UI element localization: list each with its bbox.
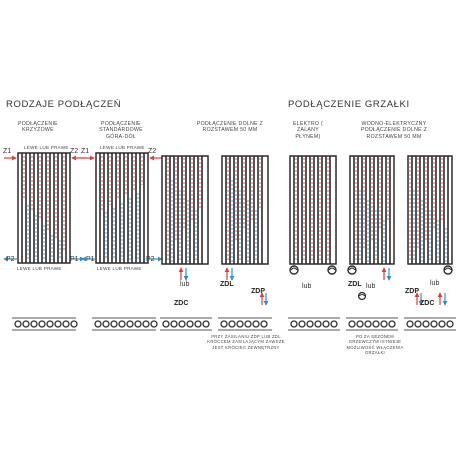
section-view-3 (160, 317, 212, 331)
p1-label-b: P1 (86, 256, 95, 263)
lub-label-1: lub (180, 281, 190, 288)
radiator-standard (81, 152, 163, 264)
z2-label: Z2 (70, 148, 79, 155)
section-view-6 (346, 317, 398, 331)
radiator-bottom-left (161, 155, 209, 281)
section-view-4 (218, 317, 272, 331)
lub-label-3: lub (366, 283, 376, 290)
section-view-1 (12, 317, 78, 331)
zdc-label-1: ZDC (174, 300, 189, 307)
zdp-label-2: ZDP (405, 288, 419, 295)
radiator-electro (289, 155, 337, 275)
heater-coil-symbols (357, 291, 367, 301)
zdl-label-1: ZDL (220, 281, 234, 288)
radiator-crosswise (3, 152, 85, 264)
section-views (12, 317, 456, 331)
lewe-lub-prawe-label-4: LEWE LUB PRAWE (97, 266, 142, 271)
radiator-bottom-right (221, 155, 269, 306)
supply-note: PRZY ZASILANIU ZDP LUB ZDL KRÓCCEM ZASIL… (207, 334, 285, 350)
lewe-lub-prawe-label-2: LEWE LUB PRAWE (100, 145, 145, 150)
bottom-caption: PODŁĄCZENIE DOLNE Z ROZSTAWEM 50 MM (196, 121, 264, 134)
crosswise-caption: PODŁĄCZENIE KRZYŻOWE (18, 121, 58, 134)
p1-label-a: P1 (70, 256, 79, 263)
section-view-2 (92, 317, 158, 331)
lub-label-4: lub (430, 280, 440, 287)
z2-label-b: Z2 (148, 148, 157, 155)
heater-connection-title: PODŁĄCZENIE GRZAŁKI (288, 99, 410, 110)
lub-label-2: lub (302, 283, 312, 290)
z1-label: Z1 (3, 148, 12, 155)
radiator-water-electric-right (407, 155, 453, 306)
standard-caption: PODŁĄCZENIE STANDARDOWE GÓRA-DÓŁ (99, 121, 143, 140)
z1-label-b: Z1 (81, 148, 90, 155)
p2-label-b: P2 (146, 256, 155, 263)
p2-label-a: P2 (6, 256, 15, 263)
zdp-label-1: ZDP (251, 288, 265, 295)
zdl-label-2: ZDL (348, 281, 362, 288)
season-note: PO ZA SEZONEM GRZEWCZYM ISTNIEJE MOŻLIWO… (346, 334, 404, 356)
radiator-water-electric-left (347, 155, 395, 281)
water-electric-caption: WODNO-ELEKTRYCZNY PODŁĄCZENIE DOLNE Z RO… (360, 121, 428, 140)
lewe-lub-prawe-label-1: LEWE LUB PRAWE (24, 145, 69, 150)
section-view-5 (288, 317, 340, 331)
zdc-label-2: ZDC (420, 300, 435, 307)
lewe-lub-prawe-label-3: LEWE LUB PRAWE (17, 266, 62, 271)
connection-types-title: RODZAJE PODŁĄCZEŃ (6, 99, 122, 110)
section-view-7 (404, 317, 456, 331)
electro-caption: ELEKTRO ( zalany płynem) (292, 121, 324, 140)
